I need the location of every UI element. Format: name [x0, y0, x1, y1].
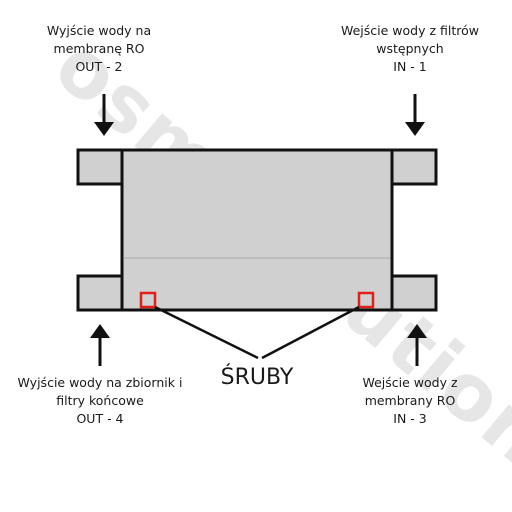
label-in3-line2: membrany RO — [364, 393, 456, 408]
label-out4-line3: OUT - 4 — [76, 411, 124, 426]
label-out2-line3: OUT - 2 — [75, 59, 123, 74]
label-out2: Wyjście wody na membranę RO OUT - 2 — [24, 22, 174, 76]
label-in3: Wejście wody z membrany RO IN - 3 — [335, 374, 485, 428]
label-in1-line1: Wejście wody z filtrów — [340, 23, 479, 38]
port-in1-top-right — [390, 148, 438, 186]
leader-line-left — [154, 305, 259, 360]
label-in3-line3: IN - 3 — [393, 411, 427, 426]
arrow-up-left-icon — [90, 324, 110, 366]
filter-housing — [120, 148, 394, 312]
leader-line-right — [261, 305, 360, 360]
port-in3-bottom-right — [390, 274, 438, 312]
label-out2-line2: membranę RO — [53, 41, 145, 56]
label-out4-line2: filtry końcowe — [56, 393, 144, 408]
port-out4-bottom-left — [76, 274, 124, 312]
screw-marker-right — [357, 291, 375, 309]
label-in3-line1: Wejście wody z — [362, 375, 458, 390]
label-screws: ŚRUBY — [220, 365, 294, 390]
label-out4-line1: Wyjście wody na zbiornik i — [17, 375, 183, 390]
label-in1: Wejście wody z filtrów wstępnych IN - 1 — [335, 22, 485, 76]
port-out2-top-left — [76, 148, 124, 186]
label-in1-line3: IN - 1 — [393, 59, 427, 74]
arrow-up-right-icon — [407, 324, 427, 366]
arrow-down-left-icon — [94, 94, 114, 136]
arrow-down-right-icon — [405, 94, 425, 136]
label-out4: Wyjście wody na zbiornik i filtry końcow… — [5, 374, 195, 428]
label-in1-line2: wstępnych — [376, 41, 444, 56]
label-out2-line1: Wyjście wody na — [46, 23, 152, 38]
screw-marker-left — [139, 291, 157, 309]
